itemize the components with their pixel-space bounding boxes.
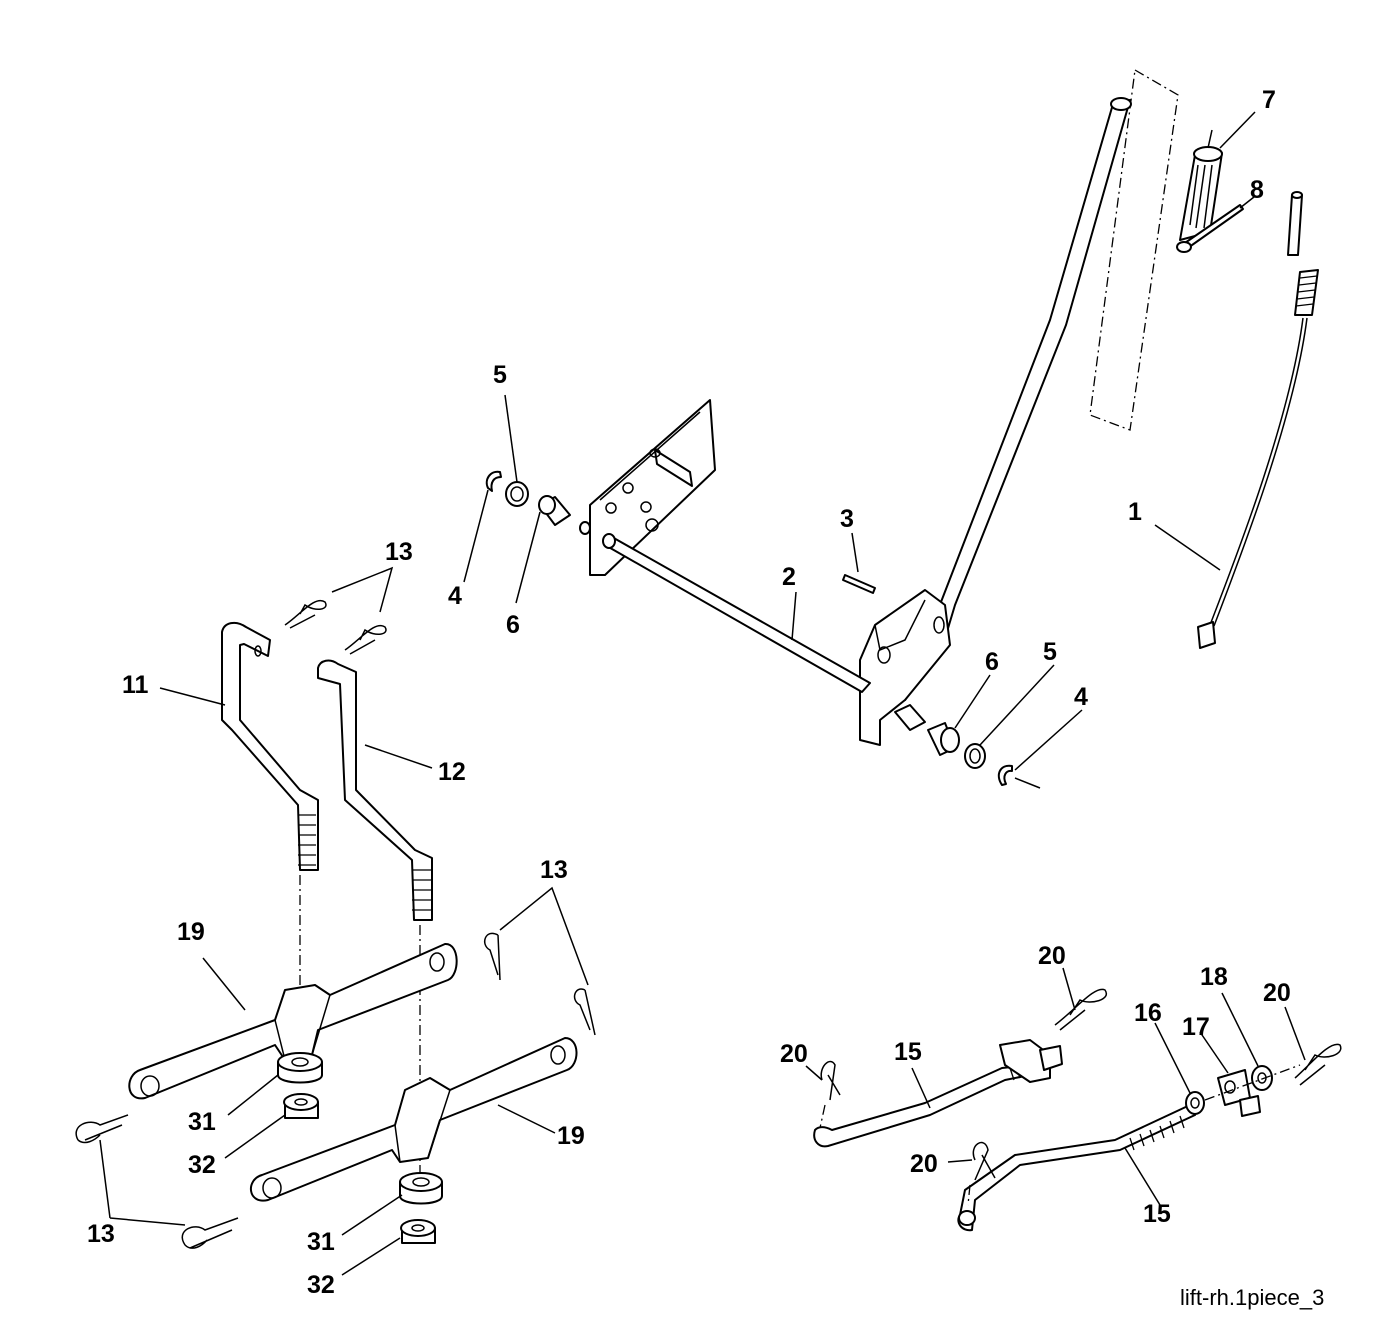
hairpin-clip-13-e: [75, 1114, 129, 1144]
leader-lines: [99, 111, 1306, 1276]
callout-31-upper: 31: [188, 1108, 216, 1136]
callout-17: 17: [1182, 1013, 1210, 1041]
callout-6-left: 6: [506, 611, 520, 639]
retaining-clip-4-right: [997, 764, 1041, 789]
hairpin-clip-13-a: [284, 599, 327, 629]
callout-20-top: 20: [1038, 942, 1066, 970]
callout-13-middle: 13: [540, 856, 568, 884]
spring-pin-8: [1176, 204, 1244, 253]
callout-19-lower: 19: [557, 1122, 585, 1150]
callout-16: 16: [1134, 999, 1162, 1027]
hairpin-clip-20-b: [819, 1060, 841, 1129]
callout-18: 18: [1200, 963, 1228, 991]
washer-31-upper: [277, 1052, 323, 1084]
callout-6-right: 6: [985, 648, 999, 676]
callout-20-right: 20: [1263, 979, 1291, 1007]
callout-19-upper: 19: [177, 918, 205, 946]
callout-31-lower: 31: [307, 1228, 335, 1256]
lift-handle: [859, 97, 1132, 746]
link-rod-15-lower: [957, 1104, 1196, 1232]
hairpin-clip-13-c: [483, 932, 501, 981]
callout-20-lower: 20: [910, 1150, 938, 1178]
lift-shaft: [579, 521, 926, 731]
washer-5-right: [964, 743, 986, 769]
pin-3: [842, 574, 876, 594]
bushing-6-left: [538, 495, 571, 526]
callout-13-top: 13: [385, 538, 413, 566]
lift-rod-12: [317, 659, 433, 921]
lift-arm-19-upper: [128, 942, 458, 1100]
callout-32-lower: 32: [307, 1271, 335, 1299]
callout-1: 1: [1128, 498, 1142, 526]
callout-11: 11: [122, 671, 149, 699]
nut-32-upper: [283, 1093, 319, 1119]
drawing-caption: lift-rh.1piece_3: [1180, 1285, 1324, 1310]
callout-12: 12: [438, 758, 466, 786]
callout-5-right: 5: [1043, 638, 1057, 666]
callout-8: 8: [1250, 176, 1264, 204]
retaining-clip-4-left: [485, 470, 502, 492]
nut-18: [1204, 1064, 1301, 1101]
hairpin-clip-20-c: [967, 1141, 996, 1206]
callout-13-bottom: 13: [87, 1220, 115, 1248]
hairpin-clip-20-a: [1054, 988, 1108, 1031]
callout-15-upper: 15: [894, 1038, 922, 1066]
lift-spring-rod-1: [1197, 191, 1319, 649]
callout-15-lower: 15: [1143, 1200, 1171, 1228]
trunnion-17: [1217, 1069, 1261, 1117]
hairpin-clip-13-f: [181, 1217, 239, 1249]
hairpin-clip-20-d: [1294, 1043, 1342, 1086]
callout-labels: 1 2 3 4 4 5 5 6 6 7 8 11 12 13 13 13 15 …: [87, 86, 1291, 1299]
hairpin-clip-13-b: [344, 624, 387, 655]
link-rod-15-upper: [813, 1039, 1063, 1148]
callout-5-left: 5: [493, 361, 507, 389]
washer-31-lower: [399, 1172, 443, 1205]
callout-20-left: 20: [780, 1040, 808, 1068]
callout-3: 3: [840, 505, 854, 533]
nut-16: [1185, 1091, 1205, 1115]
lift-arm-19-lower: [250, 1037, 578, 1202]
mounting-plate: [589, 399, 716, 576]
callout-2: 2: [782, 563, 796, 591]
callout-4-left: 4: [448, 582, 462, 610]
callout-7: 7: [1262, 86, 1276, 114]
lift-rod-11: [221, 621, 319, 871]
handle-ghost-outline: [1089, 68, 1179, 431]
nut-32-lower: [400, 1219, 436, 1244]
hairpin-clip-13-d: [573, 988, 596, 1036]
callout-4-right: 4: [1074, 683, 1088, 711]
bushing-6-right: [927, 722, 960, 756]
washer-5-left: [505, 481, 529, 507]
callout-32-upper: 32: [188, 1151, 216, 1179]
